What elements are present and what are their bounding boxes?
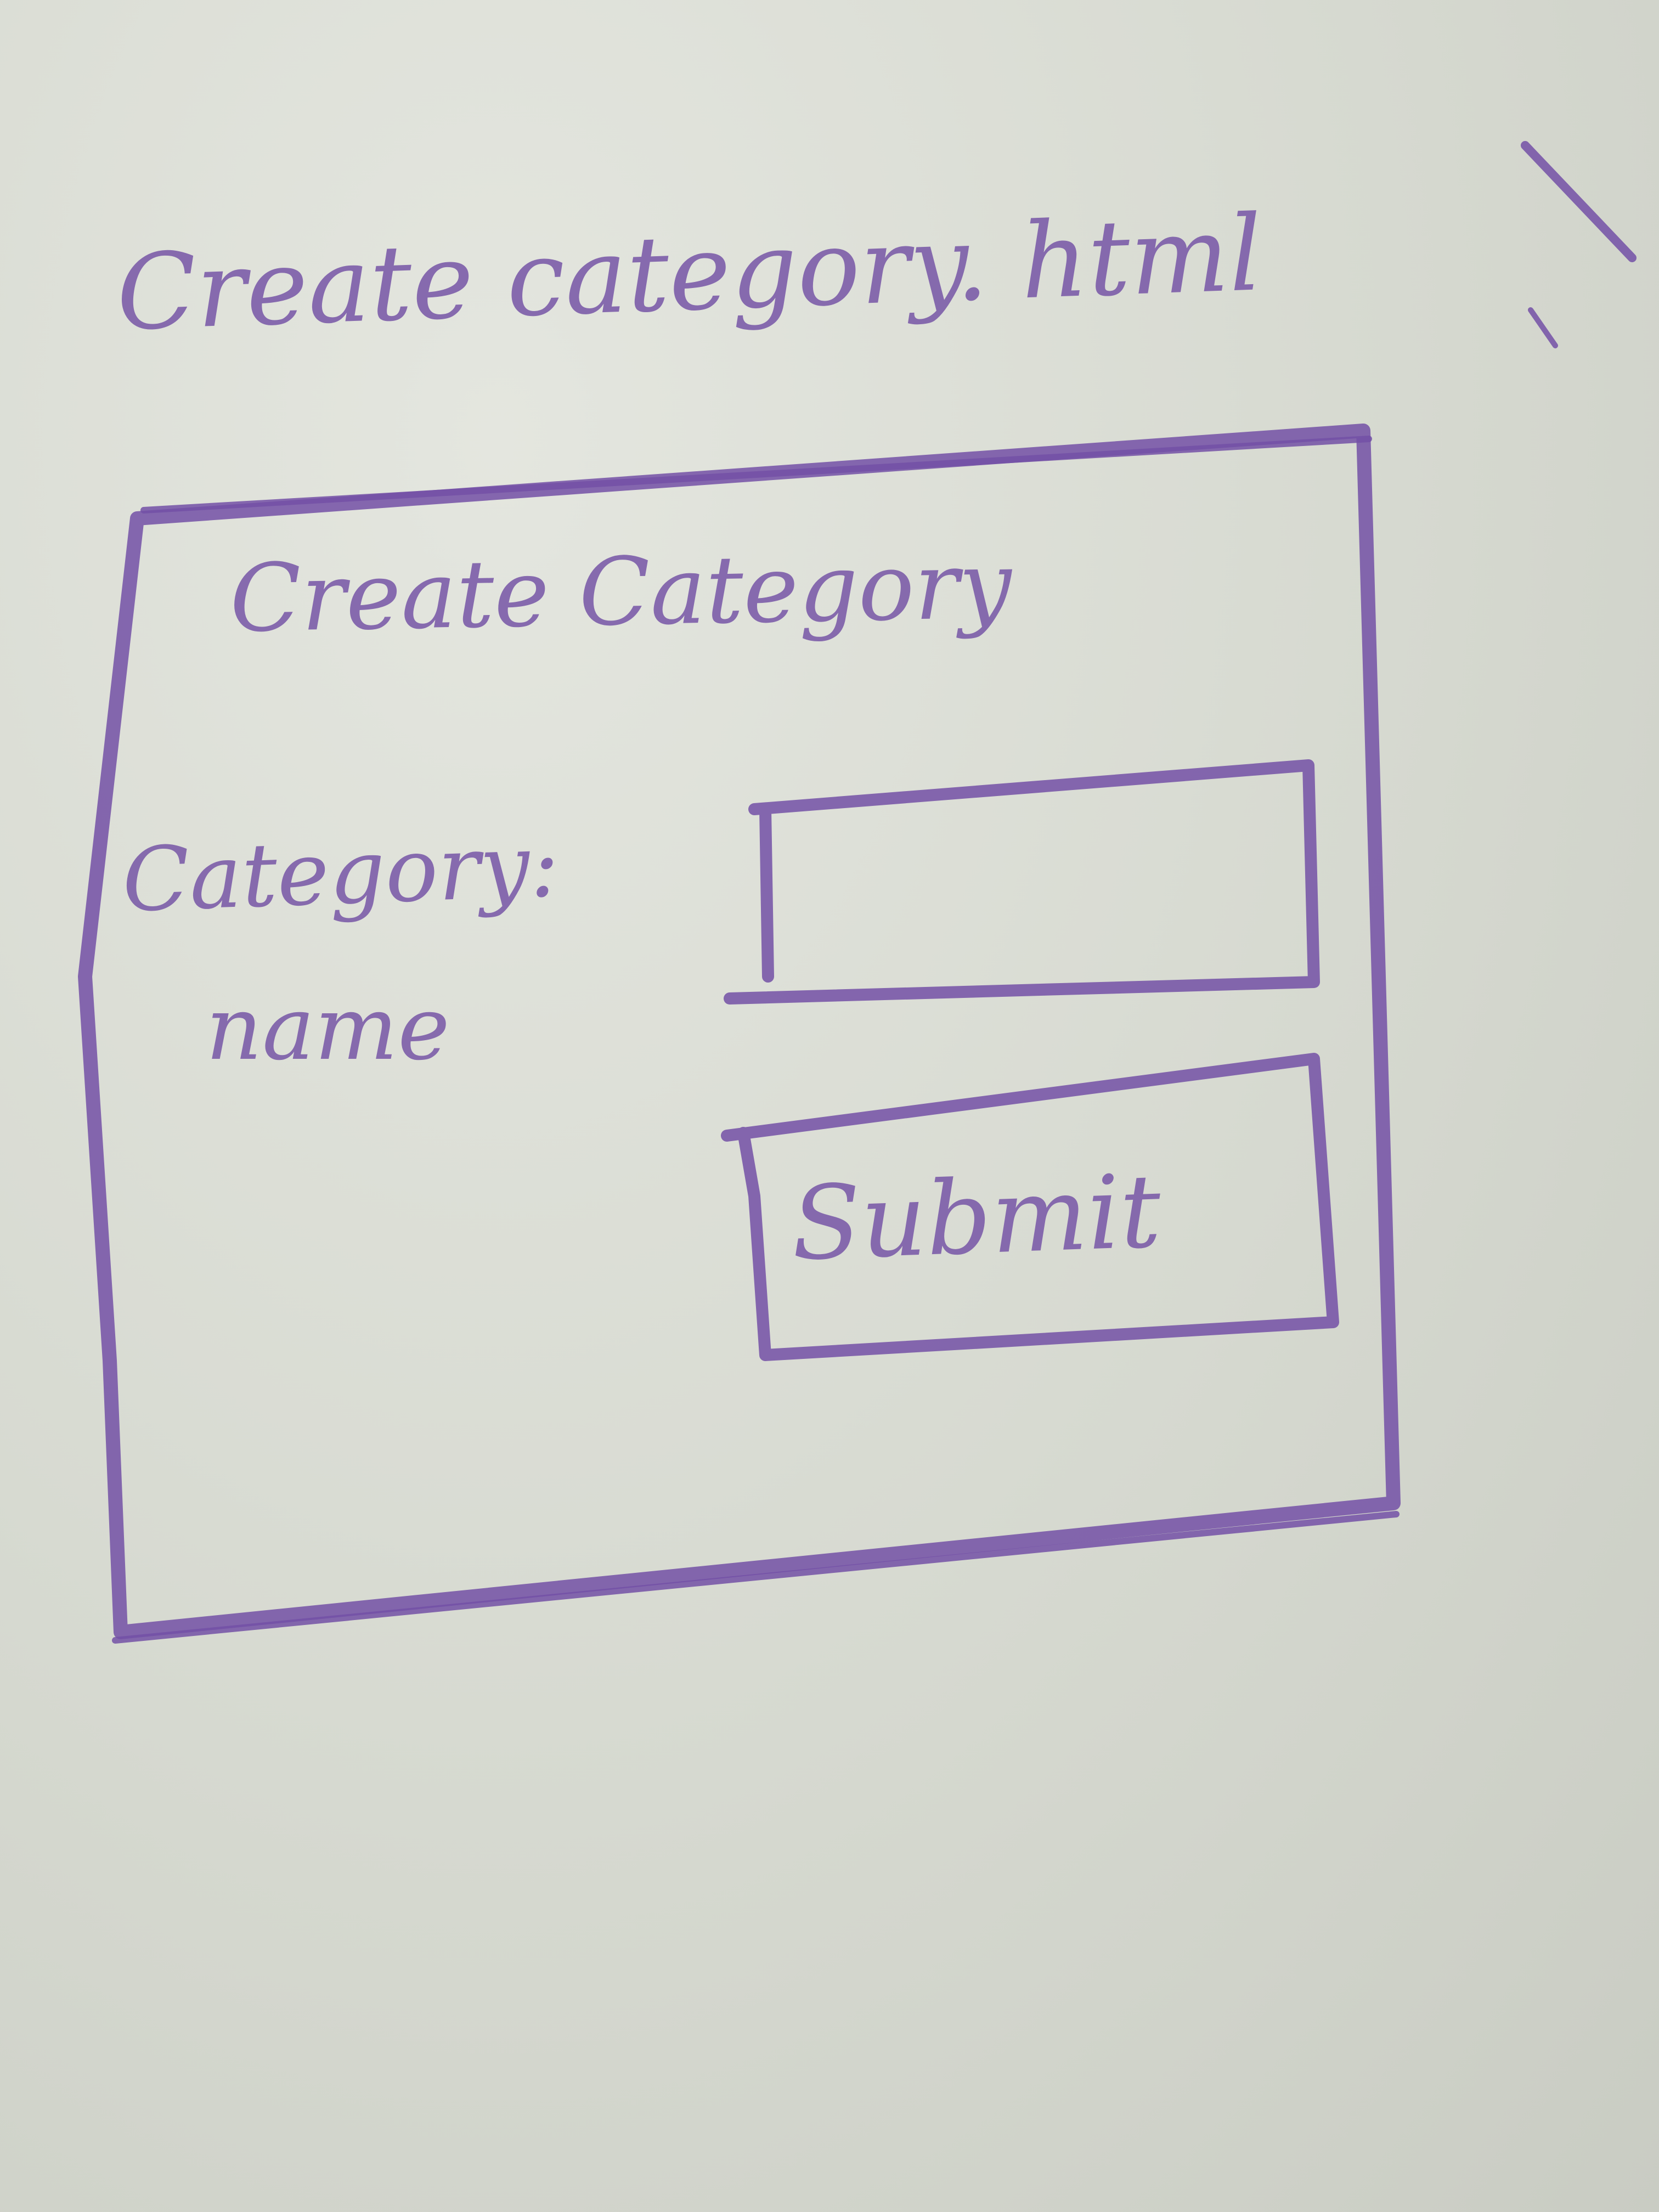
- submit-button[interactable]: Submit: [721, 1053, 1339, 1361]
- page-filename: Create category. html: [115, 193, 1264, 354]
- category-name-label-line2: name: [206, 977, 450, 1080]
- category-name-input[interactable]: [724, 759, 1320, 1005]
- category-name-label: Category:: [121, 814, 561, 932]
- stray-mark: [1521, 141, 1637, 348]
- form-heading: Create Category: [229, 531, 1013, 653]
- page-frame: [78, 424, 1401, 1639]
- submit-button-label: Submit: [789, 1152, 1163, 1283]
